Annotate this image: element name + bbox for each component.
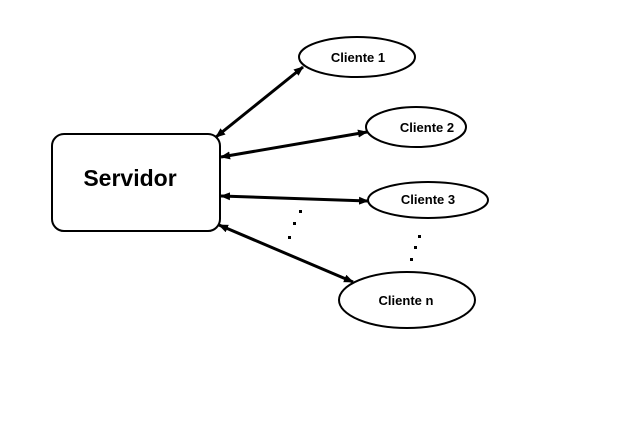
client-label: Cliente 1 xyxy=(331,50,385,65)
server-node: Servidor xyxy=(51,133,221,232)
arrow-server-cliente-1 xyxy=(215,65,304,139)
connections xyxy=(215,65,369,284)
client-label: Cliente 2 xyxy=(400,120,454,135)
client-ellipse xyxy=(338,271,476,329)
client-node-1: Cliente 1 xyxy=(298,36,416,78)
client-label: Cliente 3 xyxy=(401,192,455,207)
client-ellipse xyxy=(298,36,416,78)
client-ellipse xyxy=(365,106,467,148)
client-label: Cliente n xyxy=(379,293,434,308)
ellipsis-dots-right xyxy=(410,235,421,261)
arrow-server-cliente-n xyxy=(218,223,354,284)
client-node-3: Cliente 3 xyxy=(367,181,489,219)
server-label: Servidor xyxy=(83,165,176,191)
client-ellipse xyxy=(367,181,489,219)
server-box xyxy=(51,133,221,232)
arrow-server-cliente-3 xyxy=(220,192,369,205)
ellipsis-dots-left xyxy=(288,210,302,239)
client-node-2: Cliente 2 xyxy=(365,106,467,148)
arrow-server-cliente-2 xyxy=(220,129,368,160)
client-node-n: Cliente n xyxy=(338,271,476,329)
